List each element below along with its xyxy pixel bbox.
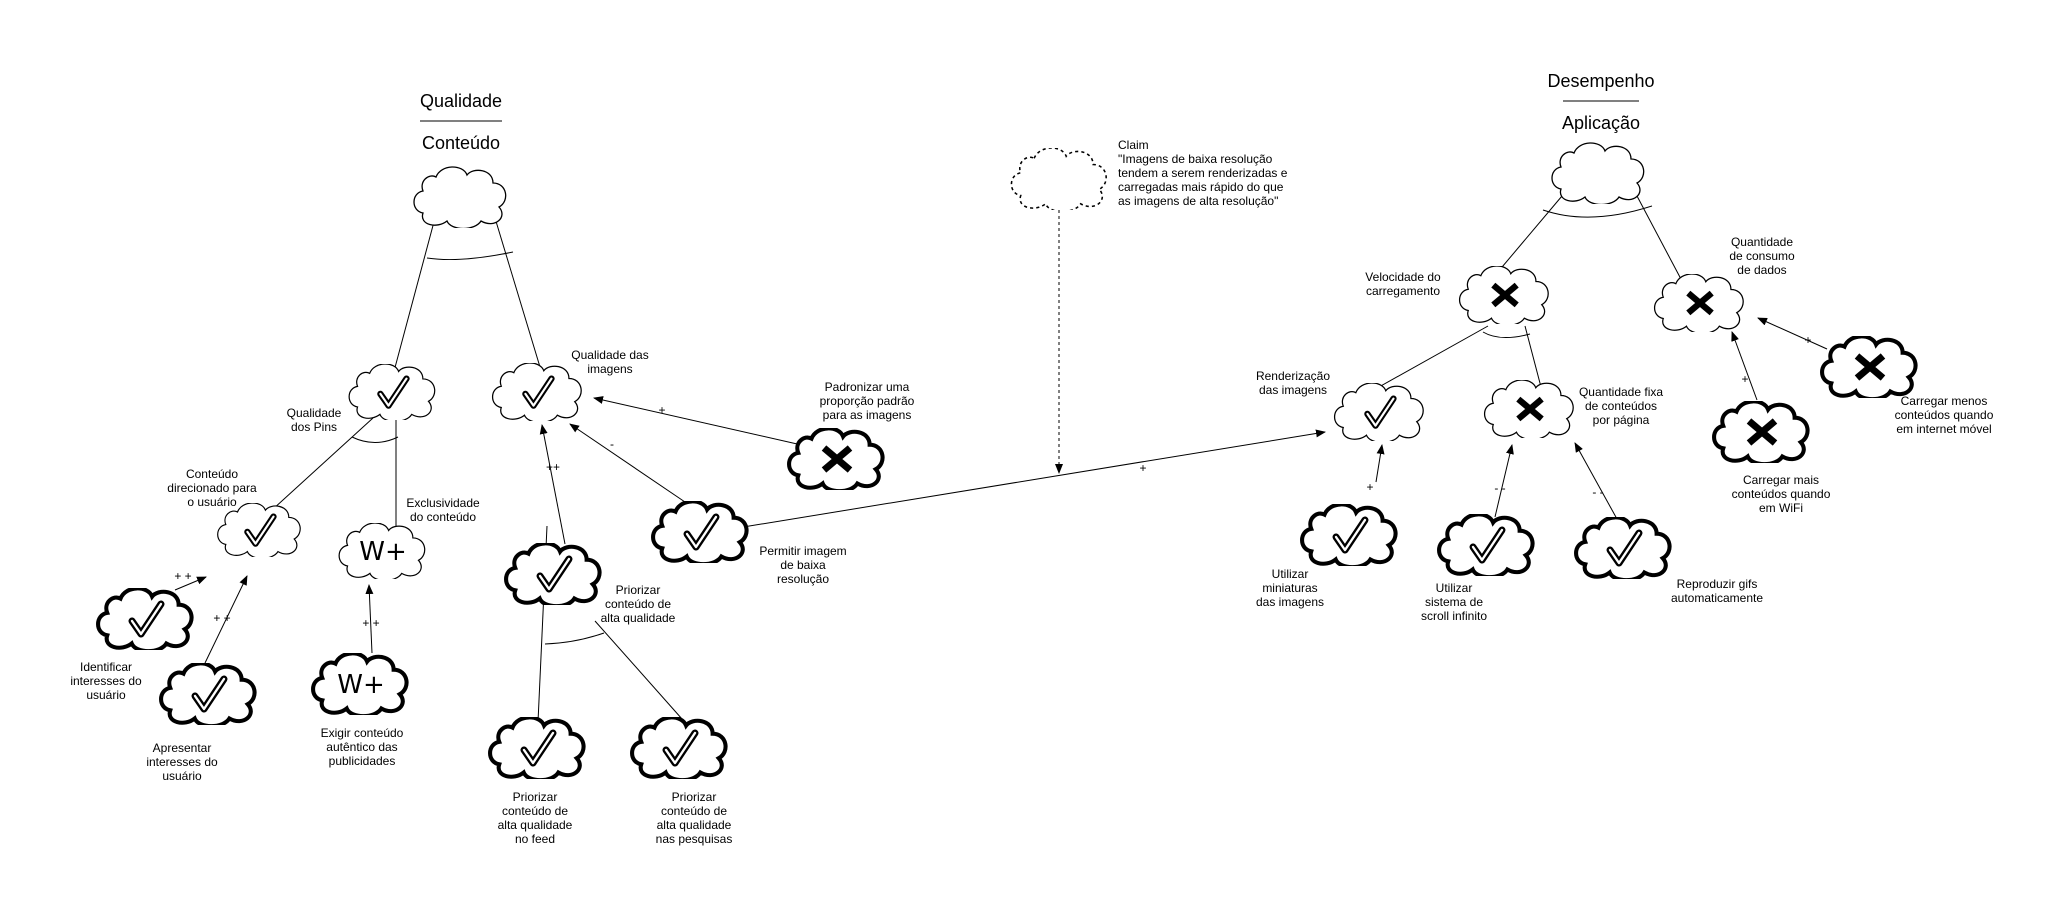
node-identificar bbox=[98, 588, 192, 651]
node-qualidade-imagens bbox=[491, 363, 582, 421]
node-exigir: W+ bbox=[313, 653, 407, 716]
link-label: + bbox=[1741, 372, 1748, 386]
link-scroll-to-quantidade-fixa: - - bbox=[1494, 444, 1514, 518]
softgoal-desempenho-topic: Aplicação bbox=[1562, 113, 1640, 133]
node-permitir bbox=[653, 501, 747, 564]
node-qualidade-pins bbox=[348, 364, 436, 420]
link-permitir-to-qualidade-imagens: - bbox=[569, 423, 686, 503]
claim-cloud bbox=[1010, 148, 1107, 210]
link-label: ++ bbox=[546, 460, 560, 474]
root-qualidade-cloud bbox=[413, 166, 507, 228]
node-renderizacao bbox=[1333, 383, 1424, 441]
link-carregar-menos-to-consumo: + bbox=[1757, 317, 1828, 350]
node-exclusividade: W+ bbox=[338, 523, 426, 579]
link-miniaturas-to-renderizacao: + bbox=[1366, 444, 1385, 494]
link-padronizar-to-qualidade-imagens: + bbox=[593, 396, 807, 447]
link-identificar-to-conteudo-direcionado: + + bbox=[174, 569, 207, 591]
node-priorizar-feed bbox=[490, 717, 584, 780]
weak-positive-label: W+ bbox=[337, 670, 385, 700]
node-gifs bbox=[1576, 517, 1670, 580]
link-label: + + bbox=[362, 616, 379, 630]
node-conteudo-direcionado bbox=[217, 503, 301, 557]
decomposition-lines bbox=[271, 195, 1683, 729]
node-consumo bbox=[1653, 274, 1744, 332]
softgoal-nodes: W+ W+ bbox=[98, 142, 1916, 780]
link-label: + bbox=[1366, 480, 1373, 494]
link-label: + + bbox=[174, 569, 191, 583]
node-priorizar-pesquisas bbox=[632, 717, 726, 780]
link-priorizar-to-qualidade-imagens: ++ bbox=[539, 424, 566, 545]
link-label: - - bbox=[1592, 485, 1603, 499]
node-carregar-mais bbox=[1714, 401, 1808, 464]
claim-title: Claim bbox=[1118, 138, 1149, 152]
softgoal-qualidade-type: Qualidade bbox=[420, 91, 502, 111]
weak-positive-label: W+ bbox=[359, 537, 407, 567]
node-miniaturas bbox=[1302, 504, 1396, 567]
node-scroll bbox=[1439, 514, 1533, 577]
node-quantidade-fixa bbox=[1483, 380, 1574, 438]
node-apresentar bbox=[161, 663, 255, 726]
link-permitir-to-renderizacao: + bbox=[724, 429, 1326, 531]
root-desempenho-cloud bbox=[1551, 142, 1645, 204]
link-apresentar-to-conteudo-direcionado: + + bbox=[204, 575, 248, 664]
link-label: - bbox=[610, 437, 614, 451]
node-priorizar bbox=[506, 543, 600, 606]
contribution-links: + ++ ++ +++-+++- -- -++ bbox=[174, 317, 1828, 664]
link-label: + bbox=[658, 403, 665, 417]
node-carregar-menos bbox=[1822, 336, 1916, 399]
link-exigir-to-exclusividade: + + bbox=[362, 584, 380, 654]
softgoal-desempenho-type: Desempenho bbox=[1547, 71, 1654, 91]
link-gifs-to-quantidade-fixa: - - bbox=[1574, 442, 1618, 520]
softgoal-qualidade-topic: Conteúdo bbox=[422, 133, 500, 153]
link-label: + + bbox=[213, 611, 230, 625]
link-label: - - bbox=[1494, 481, 1505, 495]
link-label: + bbox=[1804, 333, 1811, 347]
link-carregar-mais-to-consumo: + bbox=[1731, 331, 1758, 401]
link-label: + bbox=[1139, 461, 1146, 475]
node-padronizar bbox=[789, 428, 883, 491]
node-velocidade bbox=[1458, 266, 1549, 324]
